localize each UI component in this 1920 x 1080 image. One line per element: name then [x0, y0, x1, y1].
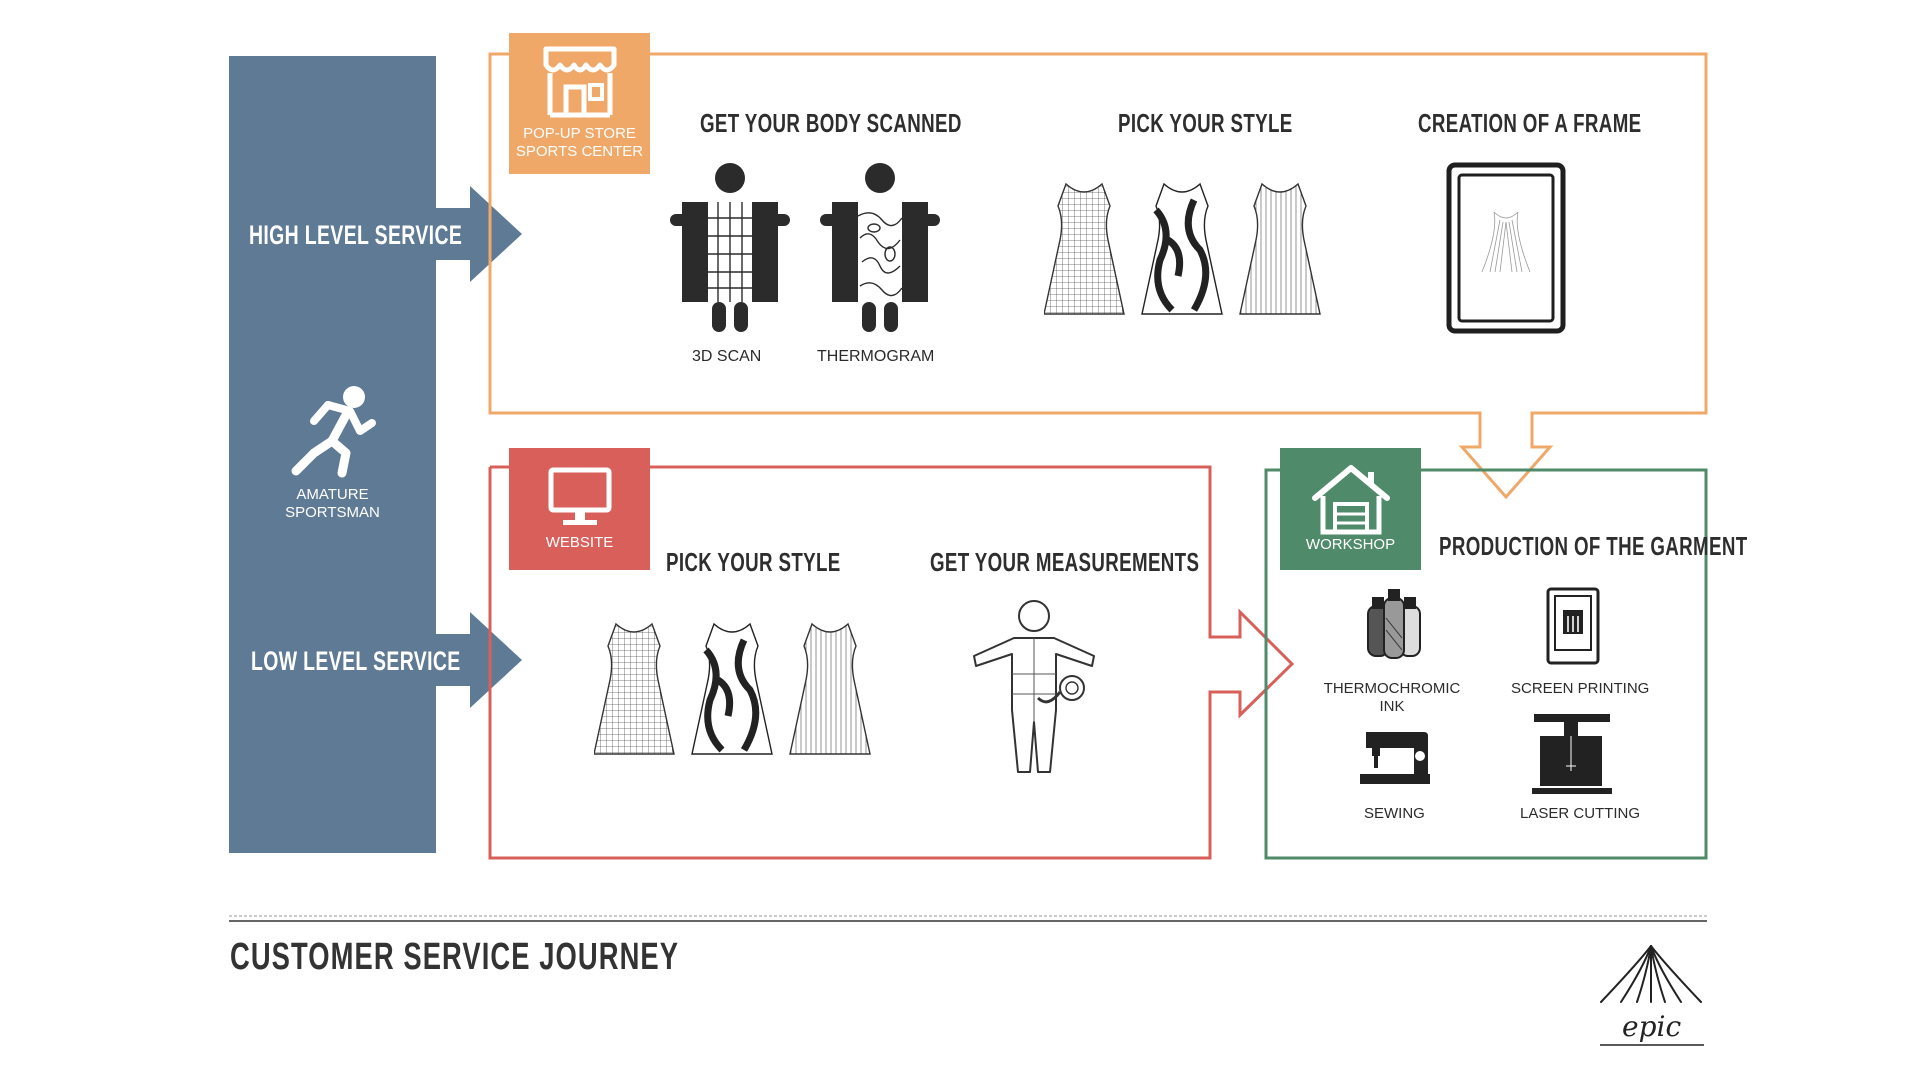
footer-divider [229, 915, 1707, 922]
workshop-house-icon [1311, 465, 1390, 535]
frame-icon [1446, 162, 1566, 334]
popup-badge-line2: SPORTS CENTER [515, 143, 644, 160]
popup-store-badge: POP-UP STORE SPORTS CENTER [509, 33, 650, 174]
ink-line2: INK [1379, 698, 1405, 715]
audience-bar [229, 56, 436, 853]
website-badge-label: WEBSITE [545, 534, 614, 551]
low-level-service-label: LOW LEVEL SERVICE [251, 646, 461, 676]
popup-badge-line1: POP-UP STORE [523, 125, 636, 142]
storefront-icon [543, 46, 616, 118]
thermogram-label: THERMOGRAM [817, 348, 935, 365]
epic-logo-icon [1600, 945, 1702, 1003]
screen-printing-label: SCREEN PRINTING [1511, 680, 1650, 697]
website-pick-style-title: PICK YOUR STYLE [666, 547, 841, 577]
step-frame-title: CREATION OF A FRAME [1418, 108, 1642, 138]
screen-printing-icon [1546, 587, 1600, 665]
dress-styles-icon [1044, 182, 1321, 315]
scan-figure-icon [670, 163, 790, 332]
measurements-title: GET YOUR MEASUREMENTS [930, 547, 1200, 577]
thermochromic-ink-label: THERMOCHROMIC INK [1317, 680, 1467, 716]
sewing-label: SEWING [1364, 805, 1425, 822]
persona-label: AMATURE SPORTSMAN [229, 486, 436, 522]
dress-grid [1044, 182, 1125, 315]
epic-logo-text: epic [1622, 1010, 1682, 1043]
workshop-badge: WORKSHOP [1280, 448, 1421, 570]
step-pick-style-title: PICK YOUR STYLE [1118, 108, 1293, 138]
sewing-machine-icon [1360, 732, 1430, 784]
ink-bottles-icon [1367, 589, 1421, 659]
production-title: PRODUCTION OF THE GARMENT [1439, 531, 1748, 561]
website-dress-styles-icon [594, 622, 871, 755]
website-badge: WEBSITE [509, 448, 650, 570]
persona-line1: AMATURE [296, 486, 369, 503]
high-level-service-label: HIGH LEVEL SERVICE [249, 220, 463, 250]
diagram-title: CUSTOMER SERVICE JOURNEY [230, 936, 680, 978]
ink-line1: THERMOCHROMIC [1323, 680, 1461, 697]
laser-cutting-label: LASER CUTTING [1520, 805, 1641, 822]
high-level-arrow [430, 186, 522, 282]
workshop-badge-label: WORKSHOP [1305, 536, 1396, 553]
scan-label: 3D SCAN [692, 348, 762, 365]
measurement-figure-icon [973, 600, 1095, 773]
low-level-arrow [430, 612, 522, 708]
runner-icon [291, 386, 376, 478]
persona-line2: SPORTSMAN [285, 504, 380, 521]
monitor-icon [548, 467, 611, 525]
epic-logo-underline [1600, 1044, 1704, 1046]
thermogram-figure-icon [820, 163, 940, 332]
step-body-scan-title: GET YOUR BODY SCANNED [700, 108, 962, 138]
laser-cutter-icon [1532, 714, 1612, 794]
